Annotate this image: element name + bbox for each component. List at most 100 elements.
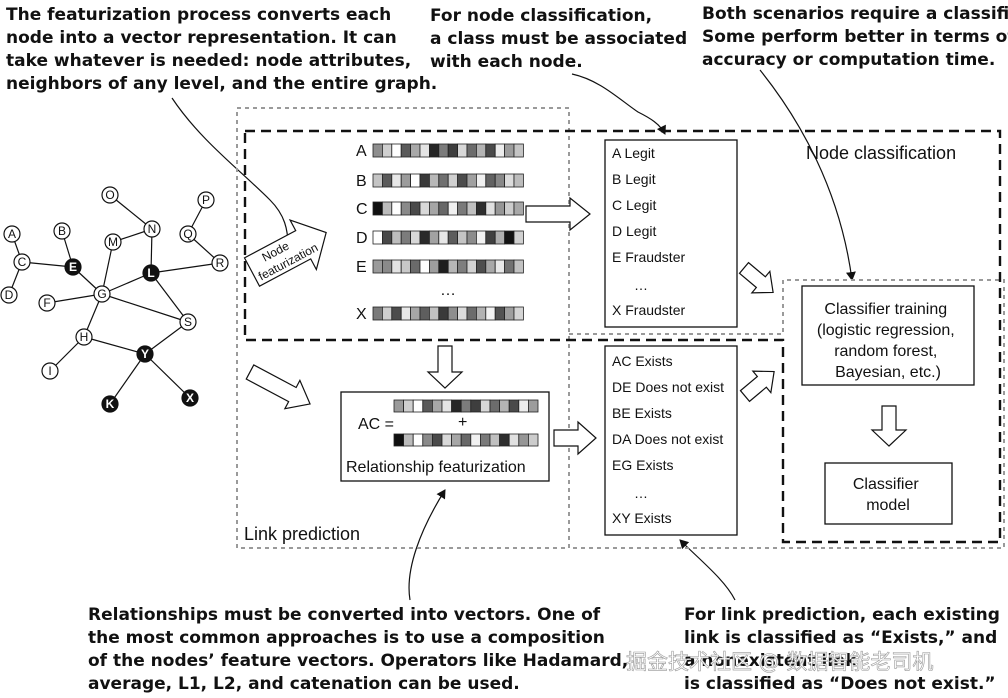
relationship-vector-b-cell — [412, 433, 424, 447]
vector-cell — [400, 201, 412, 216]
featurization-note: The featurization process converts each … — [6, 5, 437, 94]
graph-node-r: R — [211, 254, 229, 272]
relationship-vector-a-cell — [508, 399, 520, 413]
vector-cell — [494, 306, 506, 321]
graph-node-label: H — [80, 330, 89, 344]
vector-cell — [475, 143, 487, 158]
vector-cell — [504, 306, 515, 321]
vector-cell — [372, 201, 383, 216]
graph-node-label: G — [97, 287, 106, 301]
vector-cell — [381, 259, 393, 274]
callout-link — [679, 539, 736, 601]
graph-node-label: O — [105, 188, 114, 202]
node-vector-label: E — [356, 259, 367, 276]
relationship-vector-a-cell — [470, 399, 481, 413]
node-result-item: B Legit — [612, 171, 656, 187]
graph-edge-gs — [101, 293, 189, 323]
vector-cell — [447, 306, 459, 321]
vector-cell — [513, 173, 524, 188]
graph-node-label: E — [69, 260, 77, 274]
graph-node-y: Y — [136, 345, 154, 363]
graph-node-label: K — [106, 397, 115, 411]
vector-cell — [438, 143, 449, 158]
arrow-down-to-model — [870, 405, 908, 447]
vector-cell — [410, 143, 421, 158]
relationship-vector-a-cell — [460, 399, 472, 413]
node-vector-e: E — [356, 259, 524, 276]
vector-cell — [428, 173, 440, 188]
graph-node-q: Q — [179, 225, 197, 243]
vector-cell — [400, 143, 412, 158]
vector-cell — [438, 230, 449, 245]
graph-node-label: S — [184, 315, 192, 329]
arrow-link-results-to-classifier — [739, 370, 775, 403]
link-result-item: EG Exists — [612, 457, 673, 473]
vector-cell — [475, 201, 487, 216]
vector-cell — [372, 173, 383, 188]
relationship-vector-b-cell — [422, 433, 433, 447]
vector-ellipsis: … — [440, 282, 456, 299]
classifier-training-text: Classifier training (logistic regression… — [817, 301, 959, 381]
graph-node-x: X — [181, 389, 199, 407]
vector-cell — [419, 259, 430, 274]
vector-cell — [428, 201, 440, 216]
vector-cell — [438, 259, 449, 274]
vector-cell — [400, 306, 412, 321]
vector-cell — [494, 201, 506, 216]
graph-edge-gl — [101, 272, 152, 295]
vector-cell — [504, 143, 515, 158]
arrow-node-results-to-classifier — [738, 261, 774, 294]
classifier-training-box — [801, 285, 975, 386]
graph-node-label: B — [58, 224, 66, 238]
node-vector-label: X — [356, 306, 367, 323]
graph-node-f: F — [38, 294, 56, 312]
arrow-vectors-to-results — [525, 196, 591, 232]
relationship-operator: + — [458, 414, 467, 431]
node-vector-d: D — [356, 230, 524, 247]
relationship-vector-b-cell — [489, 433, 501, 447]
vector-cell — [513, 230, 524, 245]
relationship-vector-a-cell — [393, 399, 405, 413]
vector-cell — [391, 173, 402, 188]
vector-cell — [457, 230, 468, 245]
vector-cell — [485, 143, 496, 158]
vector-cell — [513, 143, 524, 158]
relationship-vector-a-cell — [528, 399, 539, 413]
vector-cell — [475, 173, 487, 188]
vector-cell — [447, 173, 459, 188]
vector-cell — [419, 143, 430, 158]
node-result-item: A Legit — [612, 145, 655, 161]
relationship-vectors — [393, 399, 539, 447]
relationship-vector-b-cell — [431, 433, 443, 447]
graph-node-label: N — [148, 222, 157, 236]
relationship-vector-b-cell — [403, 433, 414, 447]
graph-node-d: D — [0, 286, 18, 304]
graph-node-o: O — [101, 186, 119, 204]
vector-cell — [513, 259, 524, 274]
vector-cell — [466, 143, 477, 158]
vector-cell — [419, 306, 430, 321]
vector-cell — [410, 259, 421, 274]
vector-cell — [400, 230, 412, 245]
node-result-item: … — [634, 277, 648, 293]
graph-node-k: K — [101, 395, 119, 413]
callout-relationships — [408, 489, 446, 601]
classifier-model-box — [824, 462, 953, 525]
vector-cell — [447, 230, 459, 245]
relationship-vector-a-cell — [451, 399, 462, 413]
node-result-item: C Legit — [612, 197, 656, 213]
vector-cell — [475, 259, 487, 274]
link-prediction-note: For link prediction, each existing link … — [684, 605, 1006, 694]
relationship-vector-b-cell — [518, 433, 529, 447]
vector-cell — [372, 230, 383, 245]
graph-node-label: R — [216, 256, 225, 270]
relationship-vector-b-cell — [393, 433, 405, 447]
relationship-title: Relationship featurization — [346, 459, 526, 476]
graph-node-label: P — [202, 193, 210, 207]
graph-edge-hy — [83, 336, 146, 355]
callout-featurization — [171, 97, 293, 247]
link-prediction-region-ext — [569, 279, 1005, 549]
vector-cell — [372, 143, 383, 158]
node-vector-b: B — [356, 173, 524, 190]
graph-node-b: B — [53, 222, 71, 240]
